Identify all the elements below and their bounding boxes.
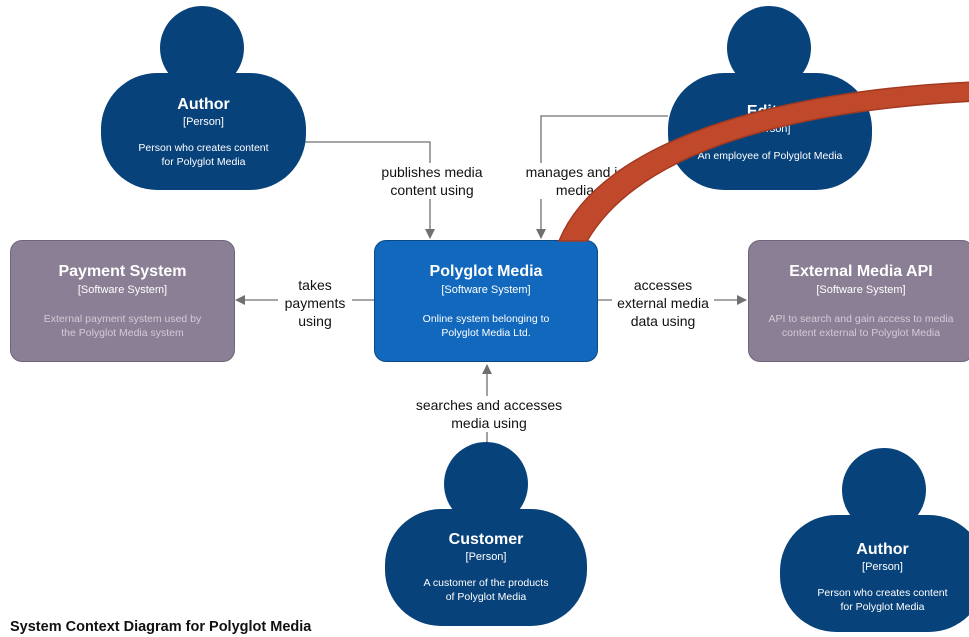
polyglot-media-type: [Software System] — [441, 284, 531, 296]
author-name: Author — [177, 96, 230, 113]
payment-system-name: Payment System — [58, 263, 187, 280]
author-person[interactable]: Author [Person] Person who creates conte… — [101, 73, 306, 190]
payment-system[interactable]: Payment System [Software System] Externa… — [10, 240, 235, 362]
label-manages: manages and is media — [512, 163, 638, 199]
customer-person[interactable]: Customer [Person] A customer of the prod… — [385, 509, 587, 626]
connector-publishes — [305, 141, 435, 239]
author-copy-type: [Person] — [862, 561, 903, 573]
diagram-title: System Context Diagram for Polyglot Medi… — [10, 619, 312, 635]
label-accesses: accesses external media data using — [612, 276, 714, 330]
author-copy-person[interactable]: Author [Person] Person who creates conte… — [780, 515, 969, 632]
author-copy-name: Author — [856, 541, 909, 558]
payment-system-type: [Software System] — [77, 284, 168, 296]
label-searches: searches and accesses media using — [408, 396, 570, 432]
editor-person[interactable]: Editor [Person] An employee of Polyglot … — [668, 73, 872, 190]
author-description: Person who creates content for Polyglot … — [138, 142, 269, 168]
label-payments: takes payments using — [278, 276, 352, 330]
editor-type: [Person] — [749, 123, 791, 135]
external-media-api[interactable]: External Media API [Software System] API… — [748, 240, 969, 362]
customer-name: Customer — [448, 531, 524, 548]
external-media-api-name: External Media API — [789, 263, 933, 280]
customer-description: A customer of the products of Polyglot M… — [423, 577, 549, 603]
editor-name: Editor — [746, 103, 794, 120]
author-type: [Person] — [183, 116, 224, 128]
label-publishes: publishes media content using — [358, 163, 506, 199]
polyglot-media-name: Polyglot Media — [429, 263, 543, 280]
polyglot-media-system[interactable]: Polyglot Media [Software System] Online … — [374, 240, 598, 362]
payment-system-description: External payment system used by the Poly… — [43, 313, 202, 339]
author-copy-description: Person who creates content for Polyglot … — [817, 587, 948, 613]
external-media-api-type: [Software System] — [816, 284, 906, 296]
editor-description: An employee of Polyglot Media — [697, 150, 843, 162]
polyglot-media-description: Online system belonging to Polyglot Medi… — [422, 313, 550, 339]
external-media-api-description: API to search and gain access to media c… — [768, 313, 954, 339]
customer-type: [Person] — [465, 551, 507, 563]
